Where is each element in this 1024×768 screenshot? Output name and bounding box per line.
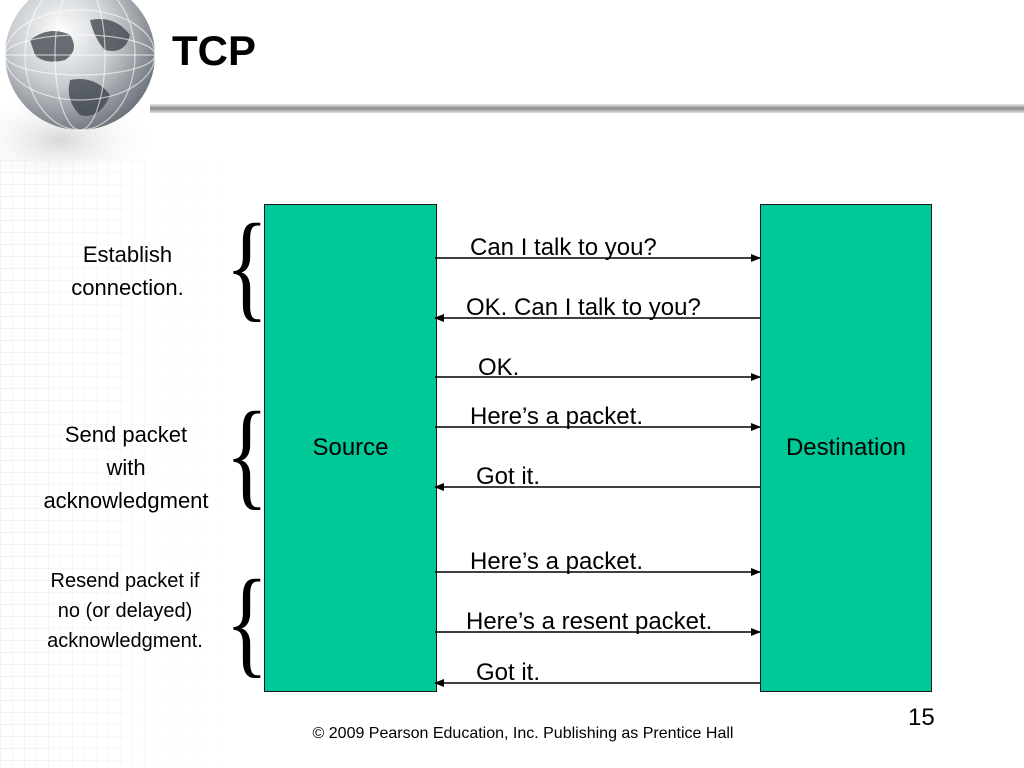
message-label: OK. Can I talk to you? [466, 294, 701, 321]
background-grid [0, 160, 230, 768]
message-label: Got it. [476, 463, 541, 490]
message-label: OK. [478, 354, 520, 381]
message-label: Here’s a resent packet. [466, 608, 713, 635]
destination-label: Destination [785, 434, 907, 461]
destination-node: Destination [760, 204, 932, 692]
message-label: Here’s a packet. [470, 548, 643, 575]
phase-label-establish: Establish connection. [71, 242, 184, 300]
message-label: Here’s a packet. [470, 403, 643, 430]
brace-establish: { [225, 199, 269, 332]
message-label: Can I talk to you? [470, 234, 657, 261]
source-node: Source [264, 204, 437, 692]
footer-copyright: © 2009 Pearson Education, Inc. Publishin… [312, 725, 734, 742]
footer: © 2009 Pearson Education, Inc. Publishin… [0, 725, 1024, 743]
message-label: Got it. [476, 659, 541, 686]
phase-label-send: Send packet with acknowledgment [43, 422, 209, 513]
page-number: 15 [908, 704, 935, 731]
source-label: Source [312, 434, 389, 461]
phase-label-resend: Resend packet if no (or delayed) acknowl… [47, 570, 203, 652]
brace-send: { [225, 387, 269, 520]
brace-resend: { [225, 555, 269, 688]
slide-title: TCP [172, 27, 256, 74]
title-divider [150, 104, 1024, 113]
